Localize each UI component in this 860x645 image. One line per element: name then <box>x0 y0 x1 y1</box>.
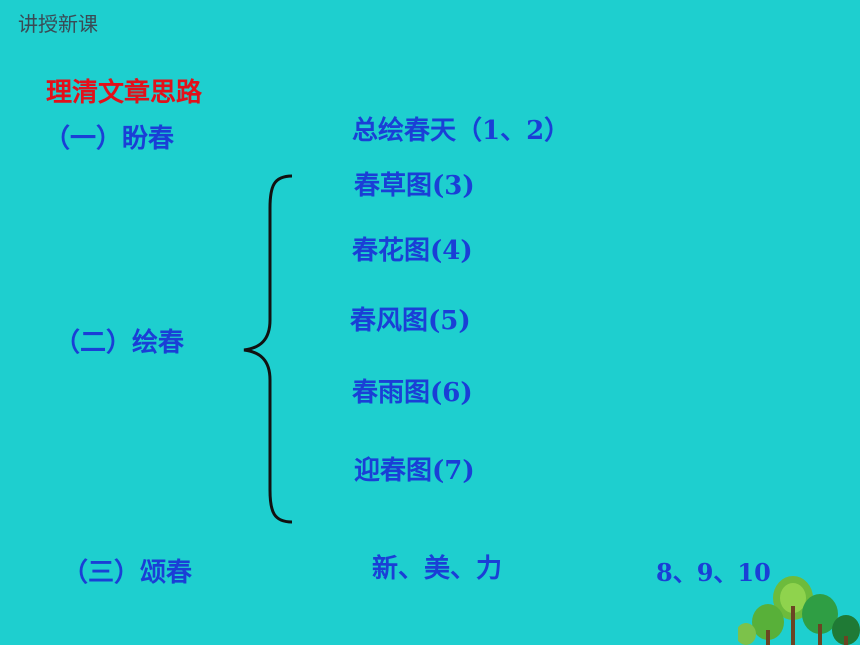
section-2-item-spring-flowers: 春花图(4) <box>352 236 473 266</box>
trees-illustration-icon <box>738 576 860 645</box>
section-2-item-spring-wind: 春风图(5) <box>350 306 471 336</box>
section-3-paragraphs: 8、9、10 <box>656 558 771 587</box>
section-3-content: 新、美、力 <box>372 554 503 584</box>
section-2-item-spring-rain: 春雨图(6) <box>352 378 473 408</box>
section-2-label: （二）绘春 <box>54 328 185 358</box>
section-1-content: 总绘春天（1、2） <box>352 116 571 146</box>
section-2-item-spring-grass: 春草图(3) <box>354 171 475 201</box>
section-2-item-welcome-spring: 迎春图(7) <box>354 456 475 486</box>
slide-header: 讲授新课 <box>18 12 98 36</box>
section-3-label: （三）颂春 <box>62 558 193 588</box>
slide-title: 理清文章思路 <box>46 78 203 108</box>
curly-brace-icon <box>243 174 293 524</box>
section-1-label: （一）盼春 <box>44 124 175 154</box>
